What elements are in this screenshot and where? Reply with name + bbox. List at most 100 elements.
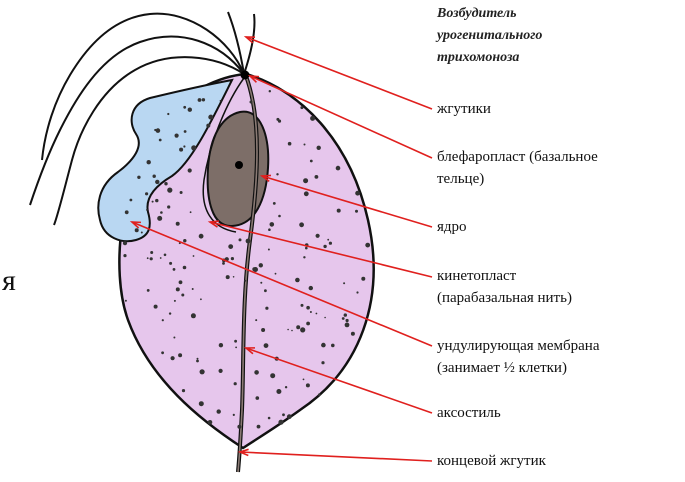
- granule: [336, 166, 341, 171]
- granule: [152, 201, 154, 203]
- granule: [202, 98, 205, 101]
- granule: [278, 420, 283, 425]
- granule: [265, 307, 268, 310]
- granule: [235, 347, 237, 349]
- granule: [162, 319, 164, 321]
- granule: [167, 205, 170, 208]
- granule: [344, 313, 347, 316]
- granule: [150, 251, 153, 254]
- granule: [145, 192, 148, 195]
- granule: [199, 401, 204, 406]
- label-undulating-membrane-line-1: ундулирующая мембрана: [437, 337, 600, 356]
- granule: [175, 134, 179, 138]
- granule: [250, 101, 253, 104]
- granule: [276, 173, 278, 175]
- granule: [147, 257, 149, 259]
- label-blepharoplast-line-2: тельце): [437, 170, 484, 189]
- granule: [155, 199, 158, 202]
- granule: [192, 288, 194, 290]
- granule: [155, 180, 159, 184]
- granule: [182, 389, 185, 392]
- granule: [246, 239, 251, 244]
- label-terminal-flagellum: концевой жгутик: [437, 452, 546, 471]
- granule: [171, 356, 175, 360]
- granule: [190, 211, 192, 213]
- granule: [329, 242, 332, 245]
- title-line-1: Возбудитель: [437, 6, 516, 22]
- granule: [270, 373, 275, 378]
- granule: [317, 146, 321, 150]
- granule: [219, 343, 223, 347]
- granule: [153, 175, 156, 178]
- granule: [304, 144, 306, 146]
- granule: [305, 247, 308, 250]
- granule: [220, 100, 222, 102]
- label-undulating-membrane-line-2: (занимает ½ клетки): [437, 359, 567, 378]
- granule: [160, 211, 163, 214]
- granule: [141, 232, 143, 234]
- granule: [164, 182, 167, 185]
- granule: [304, 191, 309, 196]
- granule: [253, 267, 258, 272]
- granule: [157, 216, 162, 221]
- granule: [135, 228, 139, 232]
- granule: [323, 245, 326, 248]
- granule: [176, 287, 180, 291]
- granule: [287, 414, 292, 419]
- granule: [237, 425, 241, 429]
- granule: [327, 239, 329, 241]
- granule: [167, 188, 172, 193]
- granule: [130, 199, 133, 202]
- granule: [321, 343, 326, 348]
- granule: [174, 300, 176, 302]
- granule: [154, 305, 158, 309]
- granule: [123, 254, 126, 257]
- label-blepharoplast-line-1: блефаропласт (базальное: [437, 148, 598, 167]
- granule: [306, 322, 310, 326]
- granule: [356, 291, 358, 293]
- granule: [269, 90, 271, 92]
- granule: [199, 234, 204, 239]
- granule: [355, 191, 360, 196]
- granule: [285, 386, 287, 388]
- granule: [355, 210, 358, 213]
- label-flagella: жгутики: [437, 100, 491, 119]
- granule: [270, 222, 275, 227]
- granule: [188, 108, 192, 112]
- label-kinetoplast-line-1: кинетопласт: [437, 267, 516, 286]
- label-kinetoplast-line-2: (парабазальная нить): [437, 289, 572, 308]
- granule: [183, 106, 186, 109]
- granule: [310, 160, 313, 163]
- granule: [234, 340, 237, 343]
- granule: [331, 344, 335, 348]
- granule: [164, 254, 167, 257]
- granule: [191, 145, 196, 150]
- stray-letter: я: [2, 264, 16, 298]
- granule: [191, 313, 196, 318]
- granule: [282, 413, 285, 416]
- granule: [178, 353, 182, 357]
- granule: [219, 369, 223, 373]
- granule: [183, 239, 186, 242]
- granule: [342, 317, 345, 320]
- granule: [273, 202, 276, 205]
- pointer-terminal-flagellum: [240, 452, 432, 461]
- granule: [183, 266, 187, 270]
- granule: [160, 257, 162, 259]
- granule: [137, 176, 140, 179]
- granule: [206, 124, 210, 128]
- granule: [278, 215, 281, 218]
- granule: [239, 238, 242, 241]
- granule: [244, 280, 246, 282]
- blepharoplast: [241, 71, 250, 80]
- granule: [180, 191, 183, 194]
- granule: [351, 332, 355, 336]
- granule: [264, 289, 267, 292]
- granule: [309, 286, 313, 290]
- granule: [254, 370, 259, 375]
- granule: [365, 243, 370, 248]
- granule: [310, 311, 312, 313]
- granule: [337, 209, 341, 213]
